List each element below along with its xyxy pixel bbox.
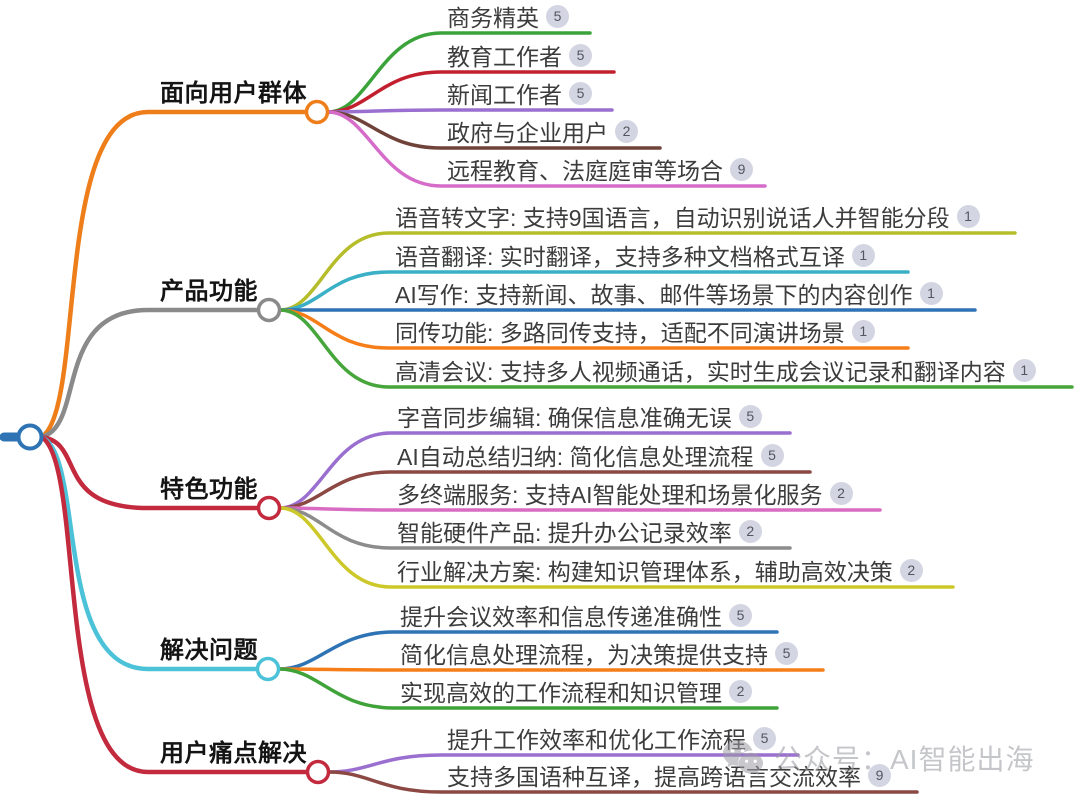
leaf-count-badge: 1 xyxy=(851,243,875,267)
branch-node[interactable] xyxy=(256,495,282,521)
leaf-count-badge: 5 xyxy=(753,726,776,750)
leaf-line xyxy=(278,308,1074,389)
branch-node[interactable] xyxy=(256,297,282,323)
branch-node[interactable] xyxy=(305,759,331,785)
leaf-node[interactable]: 政府与企业用户 2 xyxy=(447,116,638,146)
leaf-count-badge: 5 xyxy=(546,4,569,28)
branch-line xyxy=(39,434,271,672)
leaf-label: 新闻工作者 xyxy=(447,82,562,108)
branch-node[interactable] xyxy=(304,99,330,125)
leaf-node[interactable]: 简化信息处理流程，为决策提供支持 5 xyxy=(400,638,798,668)
leaf-node[interactable]: 远程教育、法庭庭审等场合 9 xyxy=(447,154,753,184)
leaf-label: 语音翻译: 实时翻译，支持多种文档格式互译 xyxy=(395,244,845,270)
leaf-count-badge: 9 xyxy=(730,157,753,181)
leaf-label: 提升工作效率和优化工作流程 xyxy=(447,727,746,753)
leaf-line xyxy=(277,630,779,671)
leaf-line xyxy=(278,270,910,312)
leaf-count-badge: 1 xyxy=(956,204,980,228)
leaf-label: 同传功能: 多路同传支持，适配不同演讲场景 xyxy=(395,320,845,346)
leaf-count-badge: 9 xyxy=(868,763,891,787)
leaf-node[interactable]: 新闻工作者 5 xyxy=(447,78,592,108)
leaf-count-badge: 5 xyxy=(738,404,762,428)
leaf-node[interactable]: 支持多国语种互译，提高跨语言交流效率 9 xyxy=(447,760,891,790)
branch-line xyxy=(39,109,320,440)
leaf-line xyxy=(326,110,767,188)
leaf-node[interactable]: 商务精英 5 xyxy=(447,1,569,31)
leaf-node[interactable]: 提升工作效率和优化工作流程 5 xyxy=(447,723,776,753)
leaf-line xyxy=(278,506,955,589)
leaf-count-badge: 5 xyxy=(569,81,592,105)
leaf-count-badge: 2 xyxy=(615,119,638,143)
leaf-node[interactable]: 提升会议效率和信息传递准确性 5 xyxy=(400,600,752,630)
branch-title[interactable]: 用户痛点解决 xyxy=(160,739,307,767)
branch-line xyxy=(39,434,272,511)
leaf-line xyxy=(277,667,779,710)
leaf-count-badge: 1 xyxy=(1012,358,1036,382)
leaf-count-badge: 1 xyxy=(919,281,943,305)
leaf-node[interactable]: 实现高效的工作流程和知识管理 2 xyxy=(400,676,752,706)
leaf-label: AI写作: 支持新闻、故事、邮件等场景下的内容创作 xyxy=(395,282,913,308)
leaf-line xyxy=(278,470,812,510)
leaf-label: 实现高效的工作流程和知识管理 xyxy=(400,680,722,706)
branch-title[interactable]: 解决问题 xyxy=(160,636,258,664)
root-node[interactable] xyxy=(16,423,44,451)
leaf-node[interactable]: 教育工作者 5 xyxy=(447,40,592,70)
leaf-count-badge: 2 xyxy=(738,519,762,543)
leaf-label: 高清会议: 支持多人视频通话，实时生成会议记录和翻译内容 xyxy=(395,359,1006,385)
leaf-line xyxy=(326,31,592,114)
branch-line xyxy=(39,434,321,775)
leaf-count-badge: 2 xyxy=(829,481,853,505)
leaf-label: 简化信息处理流程，为决策提供支持 xyxy=(400,642,768,668)
leaf-label: 商务精英 xyxy=(447,5,539,31)
branch-line xyxy=(39,307,272,440)
leaf-count-badge: 5 xyxy=(760,443,784,467)
leaf-label: 语音转文字: 支持9国语言，自动识别说话人并智能分段 xyxy=(395,205,950,231)
leaf-label: 支持多国语种互译，提高跨语言交流效率 xyxy=(447,764,861,790)
leaf-line xyxy=(278,431,792,510)
leaf-label: 多终端服务: 支持AI智能处理和场景化服务 xyxy=(397,482,823,508)
branch-node[interactable] xyxy=(255,656,281,682)
leaf-label: 教育工作者 xyxy=(447,44,562,70)
branch-title[interactable]: 产品功能 xyxy=(160,277,258,305)
leaf-line xyxy=(327,770,919,794)
leaf-label: 远程教育、法庭庭审等场合 xyxy=(447,158,723,184)
leaf-label: AI自动总结归纳: 简化信息处理流程 xyxy=(397,444,754,470)
leaf-count-badge: 2 xyxy=(899,558,923,582)
leaf-count-badge: 5 xyxy=(775,641,798,665)
leaf-count-badge: 2 xyxy=(729,679,752,703)
leaf-count-badge: 5 xyxy=(729,603,752,627)
leaf-line xyxy=(278,231,1017,312)
leaf-line xyxy=(326,70,616,114)
branch-title[interactable]: 特色功能 xyxy=(160,475,258,503)
branch-title[interactable]: 面向用户群体 xyxy=(160,79,307,107)
leaf-label: 字音同步编辑: 确保信息准确无误 xyxy=(397,405,732,431)
leaf-count-badge: 5 xyxy=(569,43,592,67)
leaf-label: 智能硬件产品: 提升办公记录效率 xyxy=(397,520,732,546)
leaf-line xyxy=(326,108,614,114)
leaf-count-badge: 1 xyxy=(851,319,875,343)
leaf-label: 提升会议效率和信息传递准确性 xyxy=(400,604,722,630)
leaf-label: 政府与企业用户 xyxy=(447,120,608,146)
leaf-label: 行业解决方案: 构建知识管理体系，辅助高效决策 xyxy=(397,559,893,585)
